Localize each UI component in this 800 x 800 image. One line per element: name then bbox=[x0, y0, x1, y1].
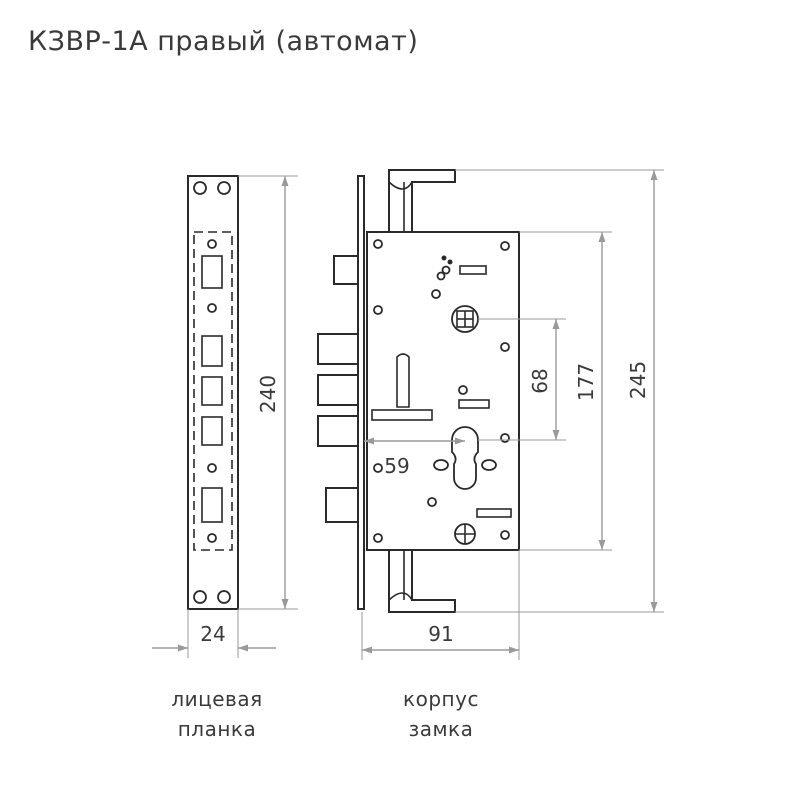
bolt-window bbox=[201, 335, 223, 367]
bolt-window bbox=[201, 487, 223, 523]
deadbolt bbox=[317, 374, 359, 406]
slot bbox=[459, 265, 487, 275]
bolt-window bbox=[201, 376, 223, 406]
bottom-rod-connector bbox=[388, 550, 456, 613]
lock-body-contour-dashed bbox=[193, 231, 233, 551]
center-distance-value: 68 bbox=[528, 368, 552, 393]
cylinder-cutout bbox=[451, 426, 479, 490]
body-caption-line1: корпус bbox=[403, 687, 479, 711]
latch-window bbox=[201, 255, 223, 289]
faceplate-screw-hole bbox=[217, 181, 231, 195]
lower-latch bbox=[325, 487, 359, 523]
drawing-title: КЗВР-1А правый (автомат) bbox=[28, 26, 418, 57]
lever-slot bbox=[396, 353, 410, 408]
lock-case bbox=[366, 231, 520, 551]
plate-width-value: 24 bbox=[200, 622, 225, 646]
total-height-value: 245 bbox=[626, 361, 650, 399]
faceplate-screw-hole bbox=[193, 181, 207, 195]
faceplate-screw-hole bbox=[193, 590, 207, 604]
top-rod-connector bbox=[388, 169, 456, 232]
latch-bolt bbox=[333, 255, 359, 285]
plate-caption-line2: планка bbox=[178, 717, 257, 741]
lock-body bbox=[317, 169, 520, 613]
body-width-value: 91 bbox=[428, 622, 453, 646]
faceplate bbox=[187, 175, 239, 610]
backset-value: 59 bbox=[384, 454, 409, 478]
body-height-value: 177 bbox=[574, 363, 598, 401]
plate-height-value: 240 bbox=[256, 375, 280, 413]
horizontal-slot bbox=[371, 409, 433, 421]
deadbolt bbox=[317, 415, 359, 447]
plate-caption-line1: лицевая bbox=[171, 687, 262, 711]
faceplate-screw-hole bbox=[217, 590, 231, 604]
body-caption-line2: замка bbox=[409, 717, 474, 741]
bolt-window bbox=[201, 416, 223, 446]
deadbolt bbox=[317, 333, 359, 365]
